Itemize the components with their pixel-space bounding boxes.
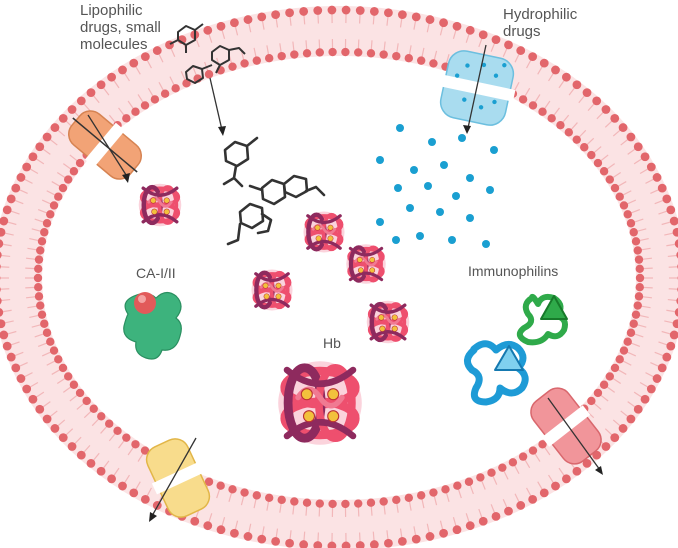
lipophilic-arrowhead xyxy=(218,126,226,136)
hydrophilic-drugs-label: Hydrophilic drugs xyxy=(503,6,578,40)
hemoglobin-icon xyxy=(303,211,344,252)
yellow-transporter-arrowhead xyxy=(149,512,157,522)
hemoglobin-icon xyxy=(139,184,182,227)
ca-label: CA-I/II xyxy=(136,265,176,281)
yellow-transporter-icon xyxy=(145,438,211,518)
lipophilic-drugs-label: Lipophilic drugs, small molecules xyxy=(80,2,161,53)
orange-transporter-arrowhead xyxy=(122,173,130,183)
hemoglobin-icon xyxy=(367,301,410,344)
aquaporin-arrowhead xyxy=(463,125,471,134)
immunophilin-icon xyxy=(464,293,568,406)
pink-transporter-arrow xyxy=(547,397,601,471)
pink-transporter-arrowhead xyxy=(595,466,603,475)
cell-membrane xyxy=(0,5,678,548)
hemoglobin-icon xyxy=(251,269,292,310)
orange-transporter-icon xyxy=(68,110,142,180)
hb-label: Hb xyxy=(323,335,341,351)
hydrophilic-drug-particles xyxy=(376,124,498,248)
immunophilins-label: Immunophilins xyxy=(468,263,559,279)
carbonic-anhydrase-icon xyxy=(123,291,182,360)
lipophilic-arrow xyxy=(209,77,223,131)
yellow-transporter-arrow xyxy=(151,437,197,517)
hemoglobin-icon xyxy=(278,361,362,445)
drug-molecule-icon xyxy=(222,136,326,246)
orange-transporter-arrow xyxy=(87,114,129,179)
hemoglobin-icon xyxy=(346,244,386,284)
drug-molecule-icon xyxy=(169,23,246,84)
aquaporin-arrow xyxy=(467,44,487,129)
